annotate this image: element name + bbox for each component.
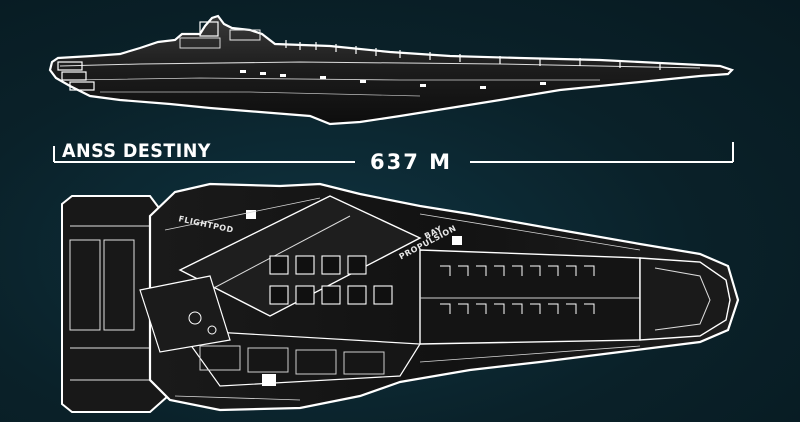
ship-name-label: ANSS DESTINY (62, 140, 211, 162)
ship-side-view (48, 14, 735, 126)
dimension-line (53, 142, 734, 163)
ship-top-view (61, 182, 740, 413)
ship-length-label: 637 M (369, 150, 453, 174)
